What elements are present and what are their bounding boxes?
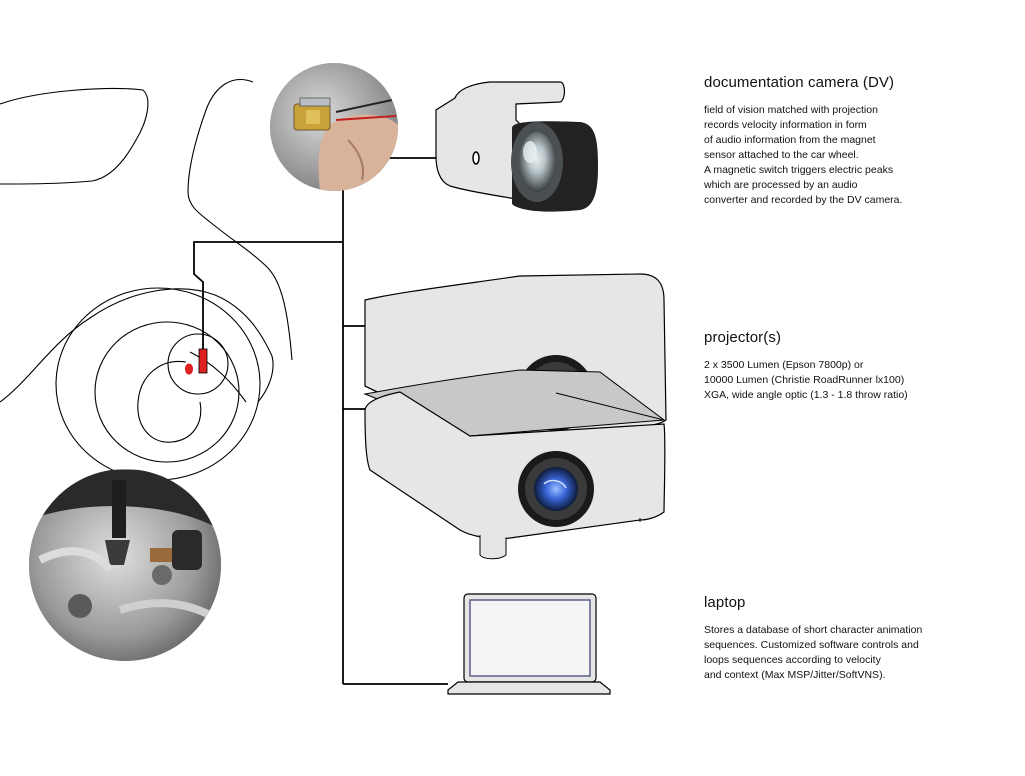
- camera-line-2: records velocity information in form: [704, 119, 867, 131]
- dv-camera: [436, 82, 598, 212]
- wheel-hub-marker: [186, 364, 193, 374]
- projector-line-2: 10000 Lumen (Christie RoadRunner lx100): [704, 374, 904, 386]
- laptop-description-block: laptop Stores a database of short charac…: [704, 594, 1004, 683]
- dv-camera-input-port: [473, 152, 479, 164]
- camera-line-3: of audio information from the magnet: [704, 134, 876, 146]
- camera-line-1: field of vision matched with projection: [704, 104, 878, 116]
- camera-line-7: converter and recorded by the DV camera.: [704, 194, 902, 206]
- wheel-outer-ring: [56, 288, 260, 480]
- laptop-line-2: sequences. Customized software controls …: [704, 639, 919, 651]
- projector-line-1: 2 x 3500 Lumen (Epson 7800p) or: [704, 359, 863, 371]
- magnetic-switch-photo: [270, 63, 398, 191]
- camera-line-5: A magnetic switch triggers electric peak…: [704, 164, 893, 176]
- camera-description-block: documentation camera (DV) field of visio…: [704, 74, 1004, 208]
- wheel-mid-ring: [95, 322, 239, 462]
- projector-description-block: projector(s) 2 x 3500 Lumen (Epson 7800p…: [704, 329, 1004, 403]
- projector-bottom-lens: [518, 451, 594, 527]
- projector-bottom: [365, 370, 665, 559]
- laptop-screen: [470, 600, 590, 676]
- magnet-sensor: [199, 349, 207, 373]
- laptop-device: [448, 594, 610, 694]
- wheel-sensor-photo: [29, 469, 221, 661]
- laptop-line-3: loops sequences according to velocity: [704, 654, 881, 666]
- camera-title: documentation camera (DV): [704, 74, 1004, 91]
- sensor-zone-circle: [168, 334, 228, 394]
- projector-title: projector(s): [704, 329, 1004, 346]
- dv-camera-lens: [511, 121, 598, 211]
- laptop-line-4: and context (Max MSP/Jitter/SoftVNS).: [704, 669, 885, 681]
- camera-line-6: which are processed by an audio: [704, 179, 858, 191]
- camera-line-4: sensor attached to the car wheel.: [704, 149, 859, 161]
- car-sketch: [0, 80, 292, 480]
- laptop-base: [448, 682, 610, 694]
- laptop-title: laptop: [704, 594, 1004, 611]
- car-window-outline: [0, 89, 148, 184]
- laptop-line-1: Stores a database of short character ani…: [704, 624, 922, 636]
- projector-line-3: XGA, wide angle optic (1.3 - 1.8 throw r…: [704, 389, 908, 401]
